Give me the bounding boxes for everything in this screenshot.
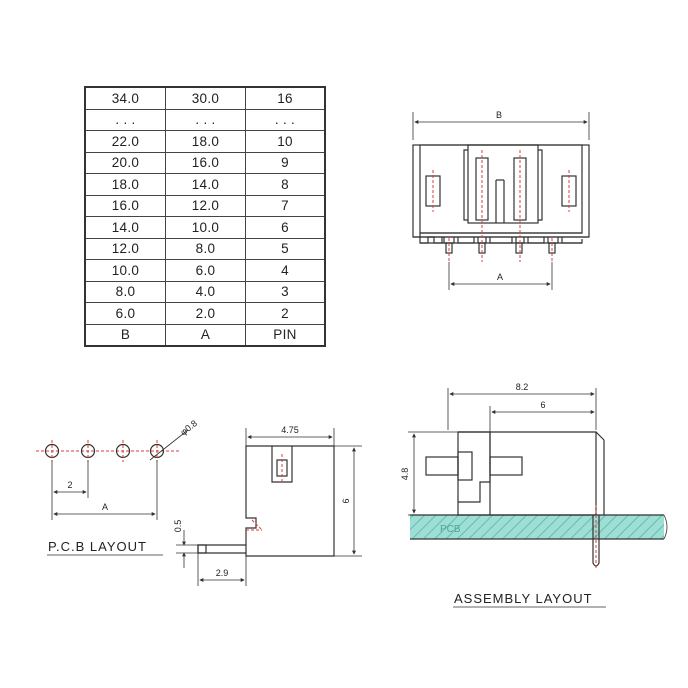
cell-b: . . . [84,108,166,131]
cell-b: 16.0 [84,194,166,217]
cell-pin: 9 [245,151,326,174]
cell-a: 2.0 [165,302,246,325]
pcb-layout: φ0.8 2 A P.C.B LAYOUT [36,418,199,556]
cell-b: 12.0 [84,237,166,260]
cell-pin: 16 [245,86,326,110]
cell-pin: 5 [245,237,326,260]
cell-a: . . . [165,108,246,131]
pcb-layout-title: P.C.B LAYOUT [48,539,147,554]
front-dim-b-label: B [496,110,502,120]
side-pin-offset-label: 0.5 [173,520,183,533]
cell-a: 14.0 [165,173,246,196]
cell-b: 20.0 [84,151,166,174]
cell-b: 10.0 [84,259,166,282]
side-width-label: 4.75 [281,425,299,435]
pcb-label: PCB [440,524,461,535]
cell-pin: . . . [245,108,326,131]
assembly-height-label: 4.8 [400,468,410,481]
cell-b: 34.0 [84,86,166,110]
cell-a: 8.0 [165,237,246,260]
side-height-label: 6 [341,498,351,503]
cell-pin: 2 [245,302,326,325]
cell-a: 30.0 [165,86,246,110]
cell-b: 6.0 [84,302,166,325]
cell-pin: 3 [245,280,326,303]
assembly-layout: PCB 8.2 6 4.8 ASSEMBLY LAYOUT [400,382,668,608]
cell-pin: PIN [245,323,326,347]
side-pin-length-label: 2.9 [216,568,229,578]
cell-a: 4.0 [165,280,246,303]
cell-a: A [165,323,246,347]
cell-a: 18.0 [165,130,246,153]
assembly-overall-label: 8.2 [516,382,529,392]
front-dim-a-label: A [497,272,503,282]
table-row: . . .. . .. . . [84,108,326,131]
cell-a: 10.0 [165,216,246,239]
pcb-board [410,515,664,539]
cell-pin: 10 [245,130,326,153]
cell-a: 6.0 [165,259,246,282]
cell-b: B [84,323,166,347]
cell-b: 14.0 [84,216,166,239]
cell-pin: 7 [245,194,326,217]
side-view: 4.75 6 0.5 2.9 [173,425,362,586]
assembly-layout-title: ASSEMBLY LAYOUT [454,591,593,606]
cell-a: 12.0 [165,194,246,217]
cell-pin: 6 [245,216,326,239]
cell-b: 8.0 [84,280,166,303]
front-view: B A [412,110,590,290]
pcb-dim-a-label: A [102,502,108,512]
cell-pin: 8 [245,173,326,196]
cell-b: 18.0 [84,173,166,196]
cell-a: 16.0 [165,151,246,174]
cell-b: 22.0 [84,130,166,153]
assembly-body-label: 6 [540,400,545,410]
pcb-pitch-label: 2 [67,480,72,490]
pcb-hole-dia-label: φ0.8 [178,418,199,437]
cell-pin: 4 [245,259,326,282]
